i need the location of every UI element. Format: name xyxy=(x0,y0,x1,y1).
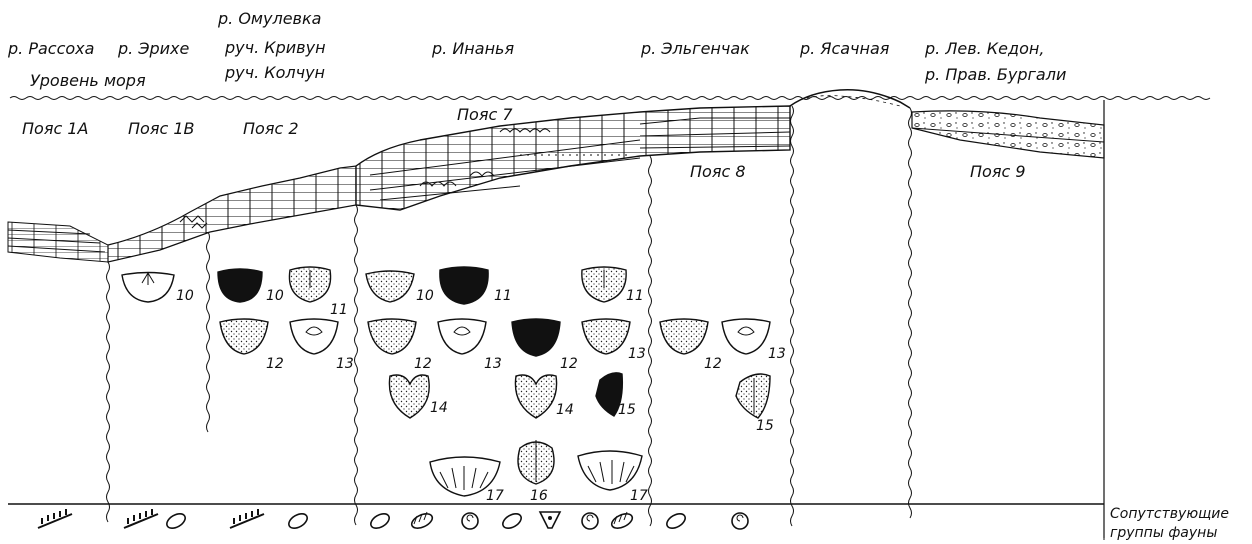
river-omulevka-label: р. Омулевка xyxy=(217,9,321,28)
label-12: 12 xyxy=(704,356,722,372)
label-13: 13 xyxy=(336,356,354,372)
belt-1b-label: Пояс 1В xyxy=(128,119,194,138)
coral-icon xyxy=(230,509,264,528)
fauna-symbols: 10 10 11 12 13 10 11 11 12 13 12 13 14 1… xyxy=(122,267,786,504)
label-17: 17 xyxy=(630,488,648,504)
label-13: 13 xyxy=(768,346,786,362)
accompanying-fauna-icons xyxy=(38,509,748,531)
brachiopod-13-open-b xyxy=(438,319,486,354)
gastropod-icon xyxy=(732,513,748,529)
label-17: 17 xyxy=(486,488,504,504)
river-labels: р. Рассоха р. Эрихе р. Омулевка руч. Кри… xyxy=(7,9,1066,90)
brachiopod-14-dotted xyxy=(389,375,429,418)
gastropod-icon xyxy=(462,513,478,529)
label-10: 10 xyxy=(416,288,434,304)
footer-label-line1: Сопутствующие xyxy=(1110,506,1229,522)
label-10: 10 xyxy=(176,288,194,304)
ovoid-icon xyxy=(500,511,523,531)
river-burgali-label: р. Прав. Бургали xyxy=(924,65,1066,84)
label-11: 11 xyxy=(494,288,512,304)
belt-8-label: Пояс 8 xyxy=(690,162,746,181)
brachiopod-13-open-c xyxy=(722,319,770,354)
label-15: 15 xyxy=(756,418,774,434)
funnel-icon xyxy=(540,512,560,528)
ovoid-icon xyxy=(664,511,687,531)
belt-9-label: Пояс 9 xyxy=(970,162,1026,181)
label-12: 12 xyxy=(414,356,432,372)
sediment-section xyxy=(8,90,1104,262)
footer-label-line2: группы фауны xyxy=(1110,525,1217,541)
brachiopod-10-dotted xyxy=(366,271,414,302)
crinoid-icon xyxy=(409,511,434,531)
crinoid-icon xyxy=(609,511,634,531)
label-13: 13 xyxy=(628,346,646,362)
brachiopod-12-dotted-c xyxy=(660,319,708,354)
brachiopod-11-black xyxy=(440,267,488,304)
label-11: 11 xyxy=(330,302,348,318)
label-12: 12 xyxy=(266,356,284,372)
river-rassokha-label: р. Рассоха xyxy=(7,39,94,58)
brachiopod-13-open xyxy=(290,319,338,354)
label-12: 12 xyxy=(560,356,578,372)
brachiopod-17-open-b xyxy=(578,451,642,490)
brachiopod-14-dotted-b xyxy=(515,375,556,418)
brachiopod-12-dotted-b xyxy=(368,319,416,354)
belt-7-label: Пояс 7 xyxy=(457,105,513,124)
label-14: 14 xyxy=(430,400,448,416)
brachiopod-12-black xyxy=(512,319,560,356)
label-11: 11 xyxy=(626,288,644,304)
label-15: 15 xyxy=(618,402,636,418)
river-erikhe-label: р. Эрихе xyxy=(117,39,190,58)
brachiopod-12-dotted xyxy=(220,319,268,354)
gastropod-icon xyxy=(582,513,598,529)
brachiopod-10-black xyxy=(218,269,262,302)
sea-level-line xyxy=(10,97,1210,100)
brachiopod-13-dotted xyxy=(582,319,630,354)
river-inanya-label: р. Инанья xyxy=(431,39,514,58)
ovoid-icon xyxy=(368,511,391,531)
river-kolchun-label: руч. Колчун xyxy=(224,63,325,82)
label-14: 14 xyxy=(556,402,574,418)
belt-2-label: Пояс 2 xyxy=(243,119,299,138)
sea-level-label: Уровень моря xyxy=(30,71,146,90)
belt-1a-label: Пояс 1А xyxy=(22,119,88,138)
coral-icon xyxy=(124,509,158,528)
river-kedon-label: р. Лев. Кедон, xyxy=(924,39,1044,58)
river-elgenchak-label: р. Эльгенчак xyxy=(640,39,750,58)
label-16: 16 xyxy=(530,488,548,504)
river-krivun-label: руч. Кривун xyxy=(224,38,326,57)
label-10: 10 xyxy=(266,288,284,304)
label-13: 13 xyxy=(484,356,502,372)
coral-icon xyxy=(38,509,72,528)
brachiopod-15-dotted xyxy=(736,374,770,418)
ovoid-icon xyxy=(286,511,309,531)
ovoid-icon xyxy=(164,511,187,531)
river-yasachnaya-label: р. Ясачная xyxy=(799,39,890,58)
